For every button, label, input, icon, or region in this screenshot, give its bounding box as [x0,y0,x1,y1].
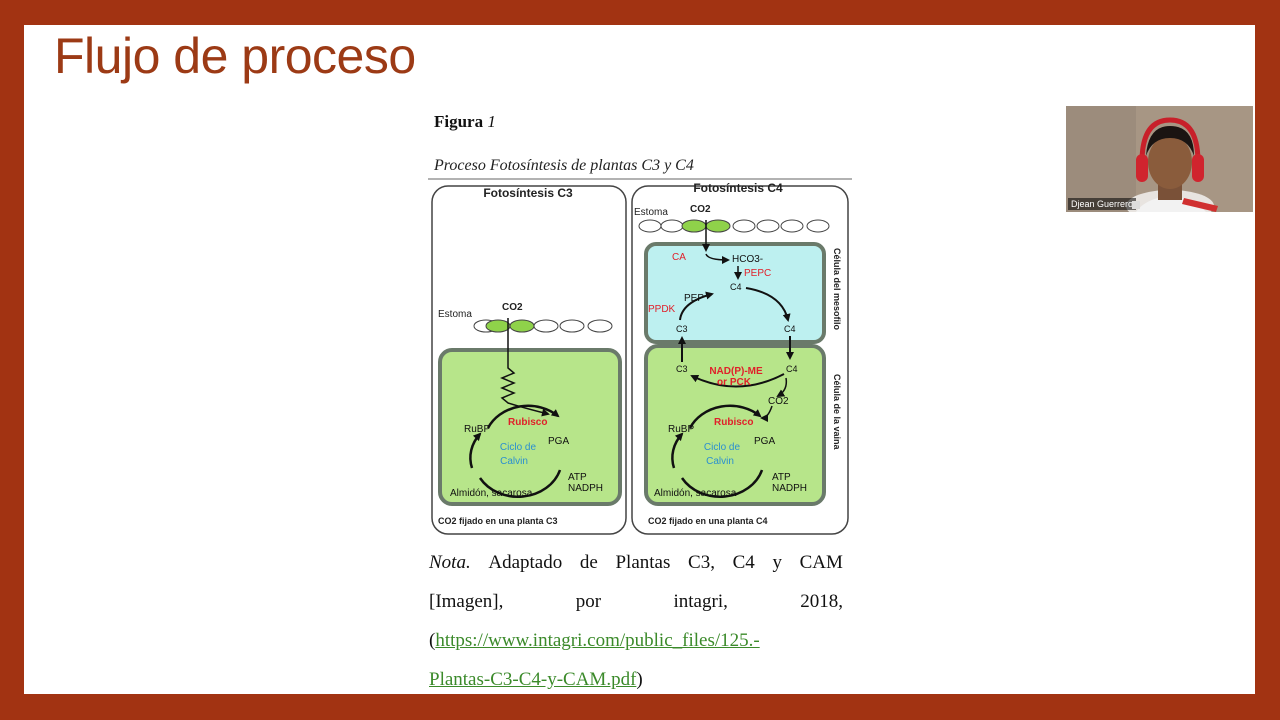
c4-pepc: PEPC [744,268,771,279]
c3-footer: CO2 fijado en una planta C3 [438,516,558,526]
c4-pep: PEP [684,293,704,304]
note-word: [Imagen], [429,591,504,612]
microphone-icon [1132,201,1140,209]
c3-calvin-2: Calvin [500,456,528,467]
c3-rubisco: Rubisco [508,417,547,428]
c4-footer: CO2 fijado en una planta C4 [648,516,768,526]
c4-stoma-label: Estoma [634,207,668,218]
c4-pga: PGA [754,436,775,447]
note-close-paren: ) [636,669,643,690]
figure-label-prefix: Figura [434,112,484,131]
figure-label: Figura 1 [434,112,496,132]
c3-stoma-cells [473,319,613,333]
c3-products: Almidón, sacarosa [450,488,533,499]
note-line-3: (https://www.intagri.com/public_files/12… [429,621,843,660]
c4-calvin-cycle [671,404,764,498]
webcam-tile[interactable]: Djean Guerrero [1066,106,1253,212]
c3-nadph: NADPH [568,483,603,494]
c4-co2-label: CO2 [690,204,711,215]
note-word: C4 [732,552,755,573]
c4-header: Fotosíntesis C4 [693,181,783,195]
c3-rubp: RuBP [464,424,490,435]
c4-stoma-cells [638,219,830,233]
note-word: de [579,552,598,573]
c4-co2-inner: CO2 [768,396,789,407]
c4-mesophyll-label: Célula del mesofilo [832,248,842,331]
c3-calvin-cycle [469,404,562,498]
c4-ppdk: PPDK [648,304,676,315]
c3-co2-path [500,318,550,417]
note-word: y [772,552,782,573]
note-line-4: Plantas-C3-C4-y-CAM.pdf) [429,660,843,699]
c4-c4-top: C4 [730,282,742,292]
c3-header: Fotosíntesis C3 [483,186,573,200]
c3-cell [438,348,622,506]
slide-title: Flujo de proceso [54,28,416,84]
c4-nadph: NADPH [772,483,807,494]
source-link-part1[interactable]: https://www.intagri.com/public_files/125… [435,630,760,651]
c3-stoma-label: Estoma [438,309,472,320]
note-word: Plantas [615,552,671,573]
c3-pga: PGA [548,436,569,447]
c4-c3-sheath: C3 [676,364,688,374]
c4-products: Almidón, sacarosa [654,488,737,499]
figure-caption: Proceso Fotosíntesis de plantas C3 y C4 [434,157,694,174]
source-link-part2[interactable]: Plantas-C3-C4-y-CAM.pdf [429,669,637,690]
c3-co2-label: CO2 [502,302,523,313]
c4-atp: ATP [772,472,791,483]
c4-nadp-me-2: or PCK [717,377,752,388]
figure-note: Nota. Adaptado de Plantas C3, C4 y CAM [… [429,543,843,699]
c3-atp: ATP [568,472,587,483]
note-word: 2018, [800,591,843,612]
c4-calvin-2: Calvin [706,456,734,467]
note-prefix: Nota. [429,552,471,573]
note-open-paren: ( [429,630,436,651]
c4-c4-sheath: C4 [786,364,798,374]
c4-nadp-me-1: NAD(P)-ME [709,366,763,377]
c4-calvin-1: Ciclo de [704,442,741,453]
c4-hco3: HCO3- [732,254,763,265]
figure-label-number: 1 [487,112,496,131]
participant-name: Djean Guerrero [1068,198,1137,210]
note-line-2: [Imagen], por intagri, 2018, [429,582,843,621]
c4-c4-right: C4 [784,324,796,334]
note-line-1: Nota. Adaptado de Plantas C3, C4 y CAM [429,543,843,582]
participant-video [1066,106,1253,212]
photosynthesis-diagram: Fotosíntesis C3 Estoma CO2 Rubisco RuBP … [428,178,852,538]
slide: Flujo de proceso Figura 1 Proceso Fotosí… [24,25,1255,694]
note-word: intagri, [673,591,728,612]
c4-sheath-cell [644,344,826,506]
c4-rubisco: Rubisco [714,417,753,428]
note-word: Adaptado [488,552,563,573]
c3-calvin-1: Ciclo de [500,442,537,453]
c4-ca: CA [672,252,686,263]
c4-mesophyll-cell [644,242,826,344]
c4-c3-left: C3 [676,324,688,334]
note-word: C3, [688,552,715,573]
note-word: por [575,591,602,612]
c4-sheath-label: Célula de la vaina [832,374,842,451]
note-word: CAM [799,552,843,573]
c4-rubp: RuBP [668,424,694,435]
